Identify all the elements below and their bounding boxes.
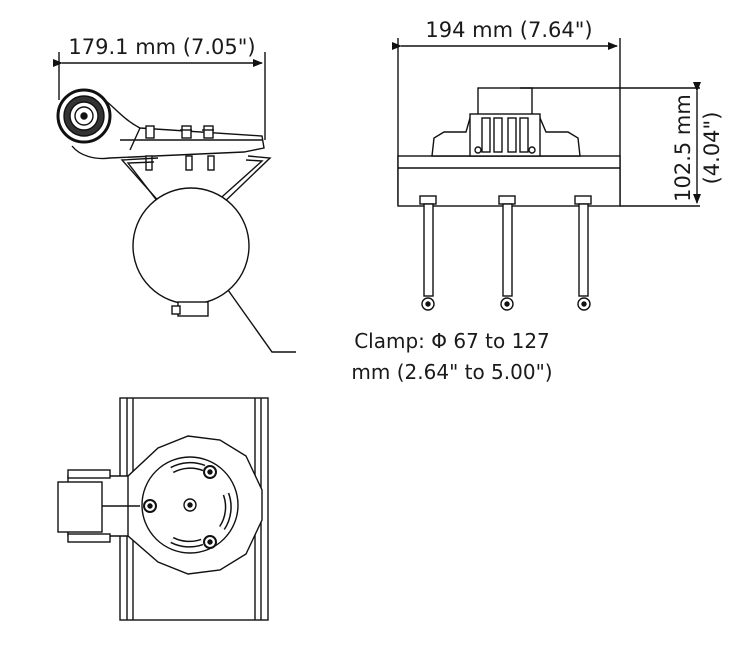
height-mm-label: 102.5 mm	[671, 94, 695, 202]
front-width-label: 194 mm (7.64")	[425, 18, 592, 42]
side-width-label: 179.1 mm (7.05")	[68, 35, 255, 59]
front-view	[392, 38, 701, 311]
clamp-note-line1: Clamp: Φ 67 to 127	[354, 329, 550, 353]
height-in-label: (4.04")	[700, 112, 724, 185]
stud-left	[419, 195, 437, 311]
stud-right	[574, 195, 592, 311]
side-view	[53, 52, 296, 353]
clamp-note: Clamp: Φ 67 to 127 mm (2.64" to 5.00")	[322, 326, 582, 388]
bottom-view	[57, 397, 269, 621]
clamp-note-line2: mm (2.64" to 5.00")	[351, 360, 553, 384]
stud-center	[498, 195, 516, 311]
